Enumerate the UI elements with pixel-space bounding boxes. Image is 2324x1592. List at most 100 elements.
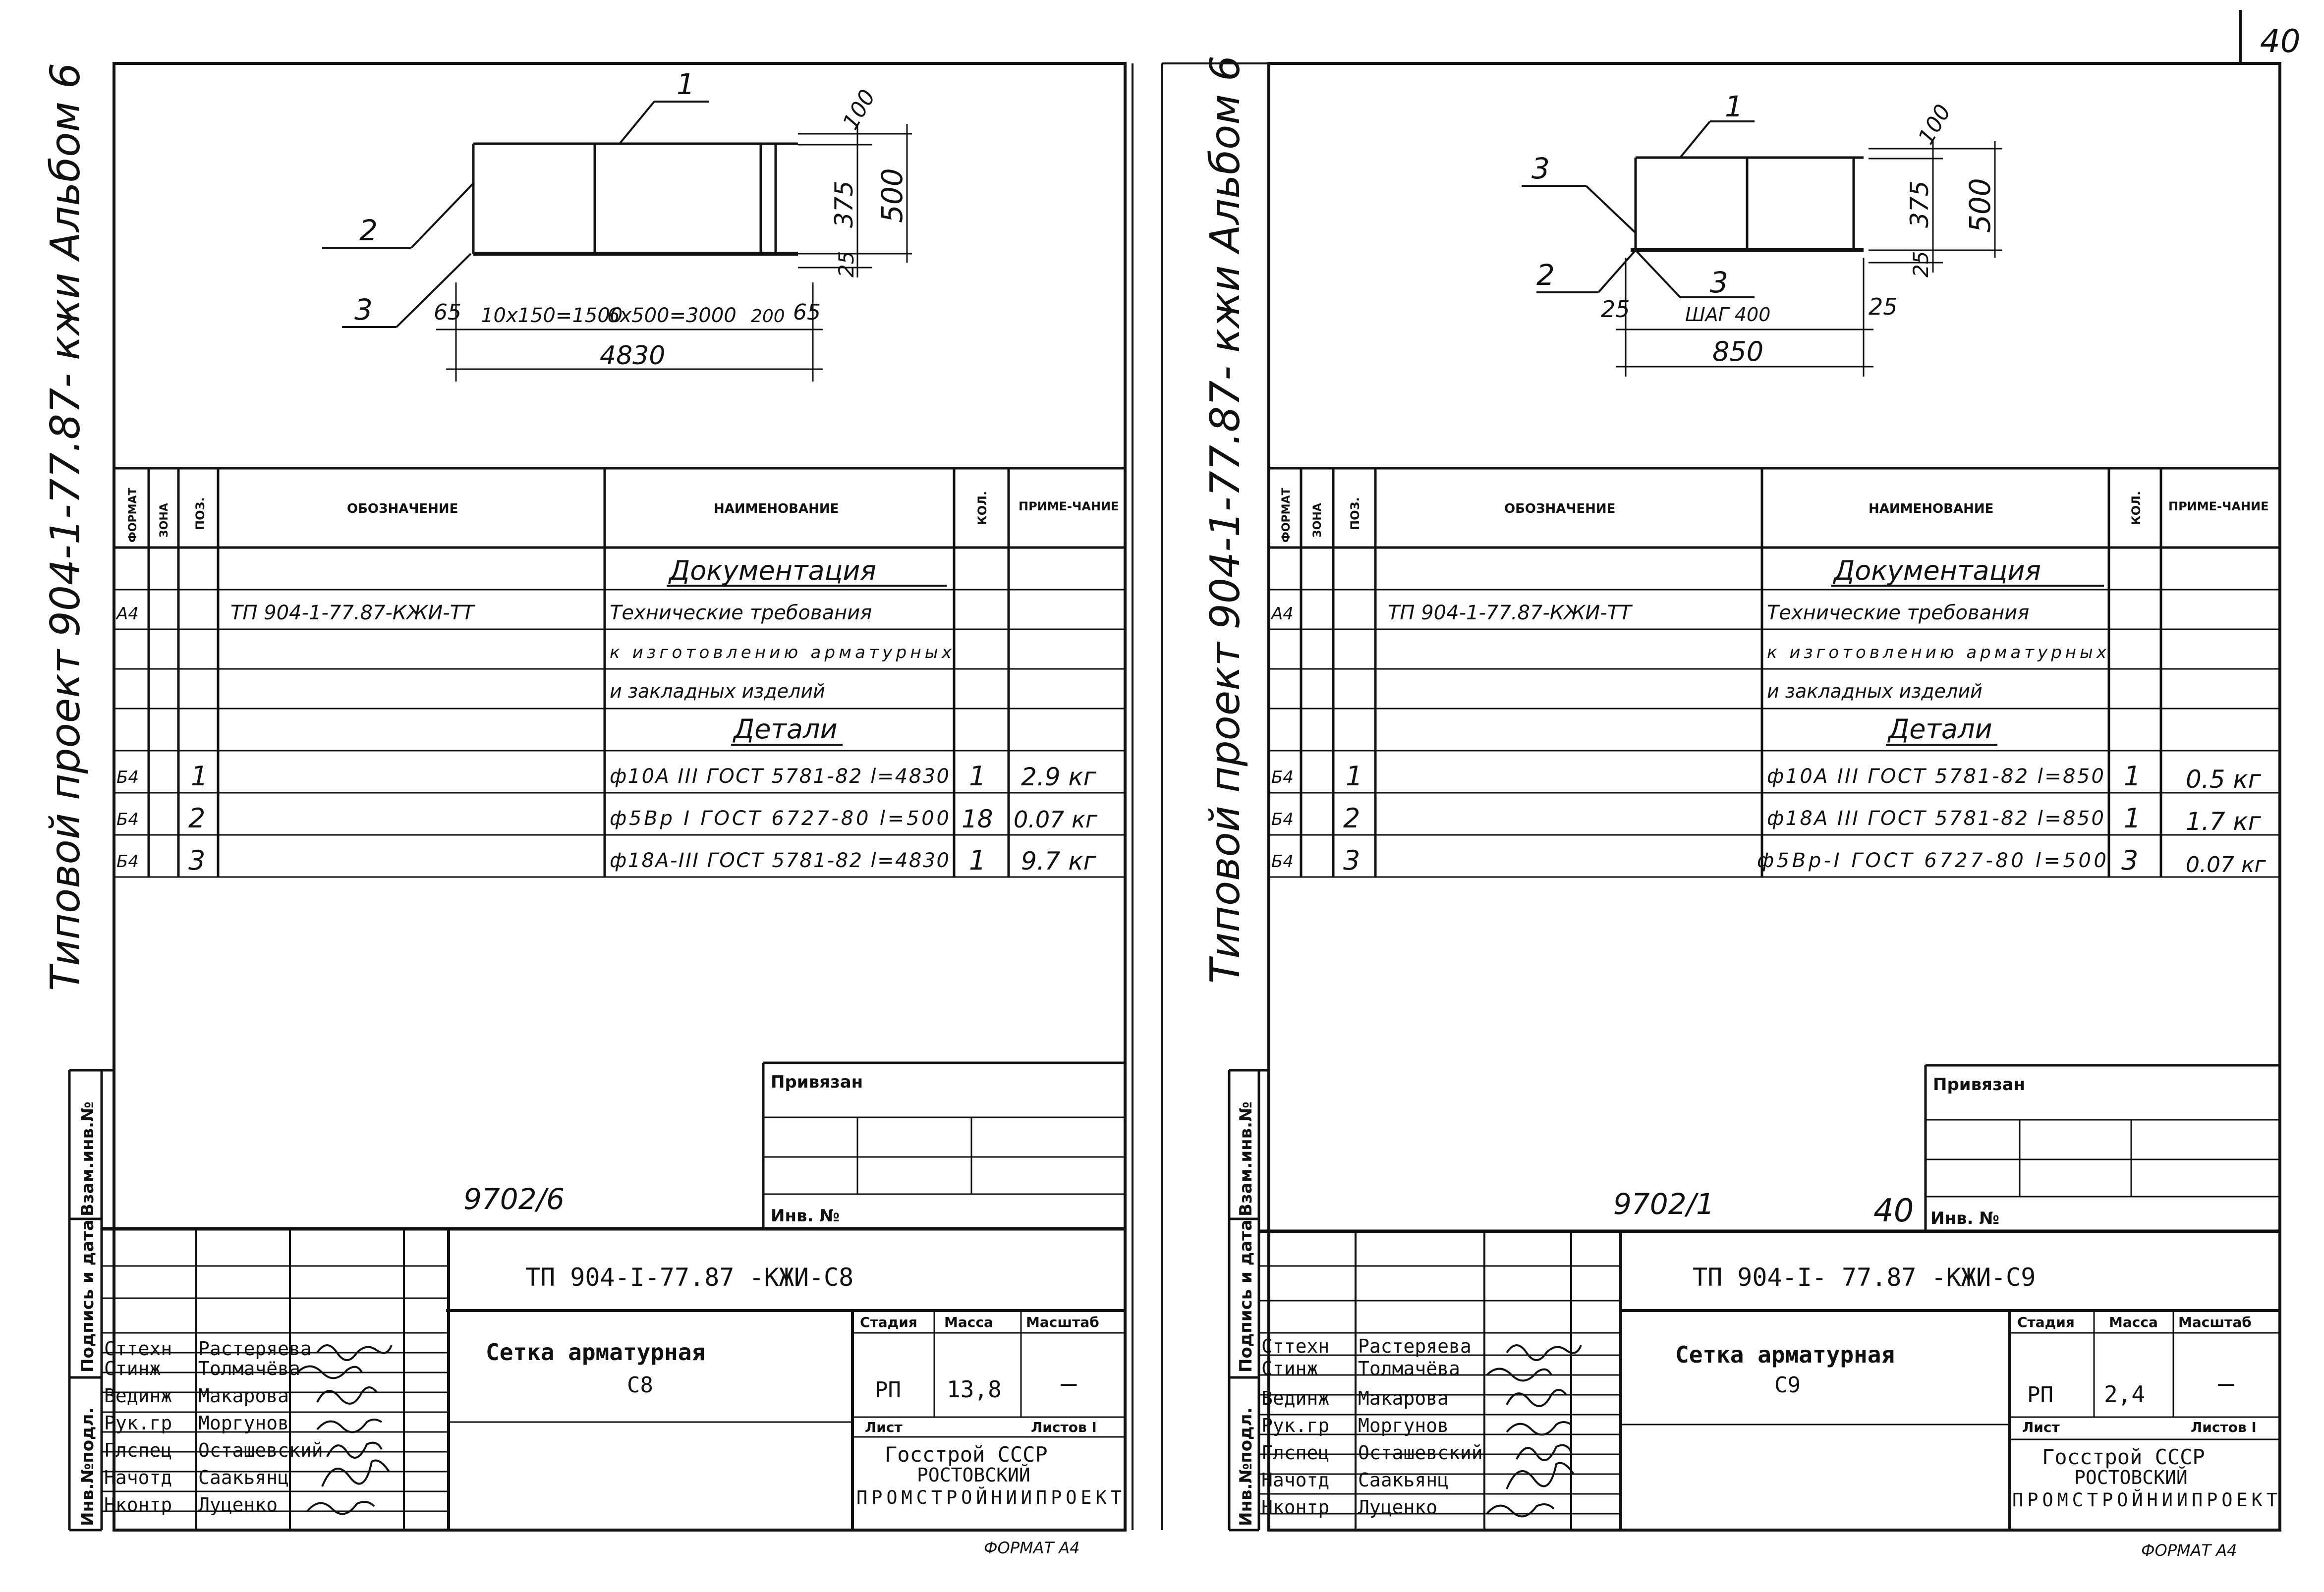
row-1-format-c8: А4 (115, 604, 139, 624)
header-pos-c9: ПОЗ. (1348, 497, 1362, 530)
callout-2-c8: 2 (359, 214, 378, 247)
spec-table-grid-c8 (114, 467, 1125, 878)
row-6-note-c9: 1.7 кг (2186, 807, 2262, 836)
staff-name-6-c8: Луценко (198, 1494, 278, 1516)
row-6-format-c9: Б4 (1271, 810, 1294, 829)
row-6-pos-c8: 2 (188, 803, 205, 834)
sheet-1-text: Типовой проект 904-1-77.87- кжи Альбом 6… (42, 63, 1122, 1557)
dim-bottom-c9: 25 (1909, 251, 1933, 277)
dim-top-c9: 100 (1913, 100, 1956, 149)
row-5-note-c9: 0.5 кг (2186, 765, 2262, 794)
stage-label-c9: Стадия (2017, 1314, 2075, 1330)
scale-value-c9: – (2218, 1368, 2234, 1399)
row-2-name-c9: к изготовлению арматурных (1767, 643, 2107, 662)
org-1-c8: Госстрой СССР (885, 1442, 1048, 1467)
dim-bottom-c8: 25 (834, 251, 858, 277)
mass-value-c9: 2,4 (2104, 1381, 2145, 1408)
row-3-name-c9: и закладных изделий (1767, 680, 1983, 702)
staff-role-2-c9: Вединж (1261, 1387, 1329, 1409)
sheet-label-c9: Лист (2022, 1419, 2060, 1435)
row-5-format-c8: Б4 (116, 768, 139, 787)
callout-1-c8: 1 (677, 67, 695, 101)
dim-total-length-c9: 850 (1712, 336, 1763, 367)
row-7-note-c9: 0.07 кг (2186, 852, 2267, 878)
staff-name-3-c8: Моргунов (198, 1412, 289, 1434)
row-6-name-c9: ф18А III ГОСТ 5781-82 l=850 (1767, 807, 2104, 830)
row-0-name-c9: Документация (1833, 555, 2041, 586)
row-5-qty-c9: 1 (2124, 761, 2141, 792)
page-number: 40 (2260, 23, 2300, 60)
callout-3-c8: 3 (354, 293, 373, 327)
staff-role-4-c8: Глспец (104, 1439, 172, 1461)
row-5-name-c9: ф10А III ГОСТ 5781-82 l=850 (1767, 765, 2104, 788)
dim-top-c8: 100 (838, 85, 880, 134)
staff-role-3-c8: Рук.гр (104, 1412, 172, 1434)
item-mark-c8: С8 (627, 1372, 653, 1398)
dim-edge-left-c8: 65 (434, 300, 461, 325)
row-7-pos-c9: 3 (1343, 845, 1360, 876)
staff-name-3-c9: Моргунов (1358, 1415, 1449, 1436)
staff-name-4-c9: Осташевский (1358, 1442, 1483, 1464)
org-3-c9: ПРОМСТРОЙНИИПРОЕКТ (2012, 1489, 2277, 1511)
row-7-name-c9: ф5Вр-I ГОСТ 6727-80 l=500 (1757, 849, 2106, 872)
header-name-c9: НАИМЕНОВАНИЕ (1869, 501, 1993, 516)
header-format-c9: ФОРМАТ (1280, 488, 1293, 543)
header-zone-c9: ЗОНА (1311, 503, 1324, 538)
dim-middle-c8: 375 (830, 181, 858, 228)
doc-code-c9: ТП 904-I- 77.87 -КЖИ-С9 (1693, 1263, 2036, 1292)
staff-name-0-c9: Растеряева (1358, 1335, 1472, 1357)
dim-seg1-c8: 10х150=1500 (481, 304, 623, 327)
item-name-c8: Сетка арматурная (486, 1339, 705, 1366)
row-7-pos-c8: 3 (188, 845, 205, 876)
header-name-c8: НАИМЕНОВАНИЕ (714, 501, 839, 516)
header-qty-c9: КОЛ. (2129, 491, 2143, 525)
spec-table-grid-c9 (1269, 467, 2280, 878)
callout-3b-c9: 3 (1710, 266, 1728, 299)
row-7-format-c8: Б4 (116, 852, 139, 872)
staff-role-1-c9: Стинж (1261, 1358, 1318, 1379)
row-5-format-c9: Б4 (1271, 768, 1294, 787)
scale-value-c8: – (1061, 1368, 1077, 1399)
sheet-2-text: Типовой проект 904-1-77.87- кжи Альбом 6… (1202, 55, 2277, 1560)
doc-code-c8: ТП 904-I-77.87 -КЖИ-С8 (525, 1263, 853, 1292)
dim-total-height-c9: 500 (1963, 178, 1997, 233)
header-pos-c8: ПОЗ. (193, 497, 207, 530)
sheets-label-c9: Листов I (2191, 1419, 2257, 1435)
staff-name-5-c8: Саакьянц (198, 1467, 289, 1488)
staff-role-6-c9: Нконтр (1261, 1496, 1329, 1518)
row-5-qty-c8: 1 (969, 761, 986, 792)
dim-seg2-c8: 6х500=3000 (607, 304, 737, 327)
staff-role-4-c9: Глспец (1261, 1442, 1329, 1464)
side-label-2-c9: Взам.инв.№ (1236, 1101, 1256, 1216)
callout-3a-c9: 3 (1531, 152, 1550, 185)
mesh-sketch-c9 (1522, 120, 2002, 377)
sheets-label-c8: Листов I (1031, 1419, 1097, 1435)
header-zone-c8: ЗОНА (158, 503, 170, 538)
staff-name-4-c8: Осташевский (198, 1439, 323, 1461)
dim-seg3-c8: 200 (751, 306, 785, 327)
staff-role-5-c8: Начотд (104, 1467, 172, 1488)
dim-total-length-c8: 4830 (600, 341, 665, 371)
org-1-c9: Госстрой СССР (2042, 1445, 2205, 1469)
staff-role-5-c9: Начотд (1261, 1469, 1329, 1491)
row-1-designation-c9: ТП 904-1-77.87-КЖИ-ТТ (1388, 602, 1633, 624)
dim-step-c9: ШАГ 400 (1685, 304, 1770, 326)
mass-label-c9: Масса (2109, 1314, 2158, 1330)
row-4-name-c9: Детали (1887, 714, 1992, 745)
side-title-c9: Типовой проект 904-1-77.87- кжи Альбом 6 (1202, 55, 1249, 984)
scale-label-c9: Масштаб (2178, 1314, 2252, 1330)
callout-1-c9: 1 (1725, 90, 1743, 123)
staff-role-1-c8: Стинж (104, 1358, 161, 1379)
staff-name-1-c8: Толмачёва (198, 1358, 300, 1379)
header-qty-c8: КОЛ. (975, 491, 989, 525)
org-3-c8: ПРОМСТРОЙНИИПРОЕКТ (856, 1486, 1122, 1508)
header-format-c8: ФОРМАТ (127, 488, 139, 543)
scale-label-c8: Масштаб (1026, 1314, 1099, 1330)
row-1-name-c8: Технические требования (610, 602, 872, 624)
side-title-c8: Типовой проект 904-1-77.87- кжи Альбом 6 (42, 63, 89, 991)
staff-role-3-c9: Рук.гр (1261, 1415, 1329, 1436)
row-2-name-c8: к изготовлению арматурных (610, 643, 952, 662)
staff-name-0-c8: Растеряева (198, 1338, 312, 1360)
row-6-qty-c9: 1 (2124, 803, 2141, 834)
dim-middle-c9: 375 (1905, 181, 1934, 228)
